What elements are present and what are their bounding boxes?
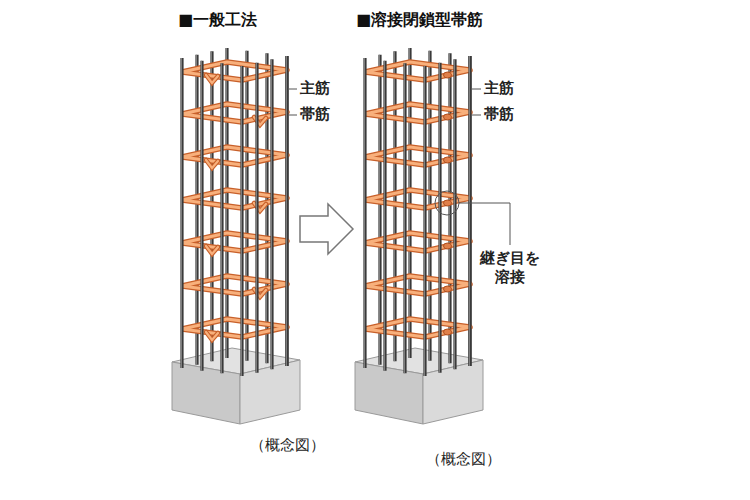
foundation-block bbox=[172, 348, 300, 424]
leader-line bbox=[289, 89, 510, 245]
part-name: 帯筋 bbox=[300, 105, 330, 124]
flow-arrow bbox=[300, 204, 353, 254]
figure-note: （概念図） bbox=[250, 436, 325, 455]
method-heading: ■一般工法 bbox=[178, 10, 257, 30]
rebar-column bbox=[181, 48, 287, 376]
figure-note: （概念図） bbox=[426, 450, 501, 469]
part-name: 主筋 bbox=[300, 79, 330, 98]
callout-note: 継ぎ目を 溶接 bbox=[476, 249, 544, 287]
part-name: 帯筋 bbox=[484, 105, 514, 124]
method-heading: ■溶接閉鎖型帯筋 bbox=[356, 10, 483, 30]
rebar-column bbox=[364, 48, 470, 376]
foundation-block bbox=[355, 348, 483, 424]
part-name: 主筋 bbox=[484, 79, 514, 98]
